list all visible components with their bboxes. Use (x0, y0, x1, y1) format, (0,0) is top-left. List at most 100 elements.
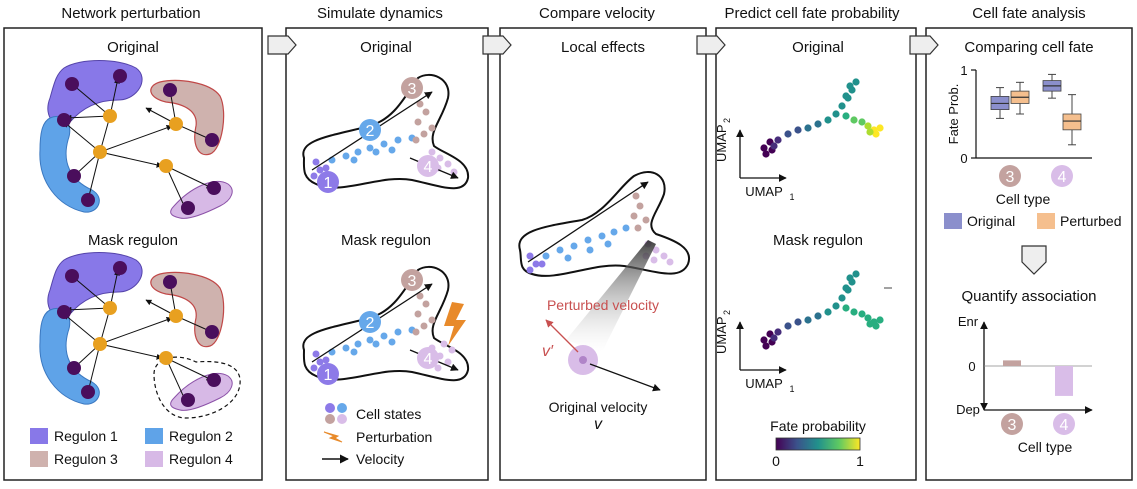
target-gene-node (181, 201, 195, 215)
umap-cell-dot (846, 274, 854, 282)
cell-dot (622, 224, 630, 232)
panel2-frame (285, 27, 489, 481)
umap-cell-dot (824, 116, 832, 124)
cluster-badge-label: 1 (324, 367, 333, 384)
perturbed-velocity-label: Perturbed velocity (547, 297, 659, 313)
cluster-badge (417, 347, 439, 369)
cell-dot (380, 332, 388, 340)
association-bar (1003, 360, 1021, 366)
umap-cell-dot (832, 302, 840, 310)
umap-cell-dot (842, 112, 850, 120)
umap-cell-dot (838, 102, 846, 110)
association-bar (1055, 366, 1073, 396)
cell-dot (450, 168, 458, 176)
cell-dot (322, 164, 330, 172)
regulon2-swatch (145, 428, 163, 444)
perturbed-legend-label: Perturbed (1060, 213, 1121, 229)
fate-original-title: Original (792, 39, 844, 56)
perturbation-label: Perturbation (356, 429, 432, 445)
regulon2-region (39, 116, 100, 213)
umap-cell-dot (852, 270, 860, 278)
cluster-badge-label: 3 (408, 273, 417, 290)
umap-cell-dot (762, 342, 770, 350)
network-masked (39, 252, 241, 419)
umap-cell-dot (846, 82, 854, 90)
cell-dot (414, 118, 422, 126)
comparing-fate-title: Comparing cell fate (964, 39, 1093, 56)
cell-dot (610, 228, 618, 236)
umap-cell-dot (876, 124, 884, 132)
panel5-frame (925, 27, 1133, 481)
umap-cell-dot (804, 316, 812, 324)
cell-dot (632, 192, 640, 200)
regulation-edge (71, 83, 111, 117)
cell-dot (342, 152, 350, 160)
flow-arrow-icon (267, 35, 297, 55)
cell-state-dot (325, 414, 335, 424)
tf-node (103, 109, 117, 123)
cell-dot (412, 328, 420, 336)
v-prime-label: v′ (542, 343, 554, 360)
cell-dot (586, 246, 594, 254)
lightning-icon (444, 302, 466, 346)
cell-dot (564, 254, 572, 262)
cell-dot (428, 316, 436, 324)
panel3-frame (499, 27, 707, 481)
cell-dot (380, 140, 388, 148)
cell-dot (388, 146, 396, 154)
umap-cell-dot (866, 320, 874, 328)
bar-top-label: Enr (958, 314, 979, 329)
panel4-frame (715, 27, 917, 481)
umap-y-label: UMAP (714, 124, 729, 162)
target-gene-node (67, 169, 81, 183)
cell-dot (604, 240, 612, 248)
category-badge (1001, 413, 1023, 435)
cell-dot (372, 340, 380, 348)
regulon4-label: Regulon 4 (169, 451, 233, 467)
cell-dot (416, 292, 424, 300)
cell-dot (366, 336, 374, 344)
regulon4-swatch (145, 451, 163, 467)
regulation-edge (165, 357, 213, 381)
cell-dot (634, 224, 642, 232)
umap-cell-dot (850, 308, 858, 316)
cell-dot (312, 350, 320, 358)
network-original (39, 60, 233, 219)
umap-x-label: UMAP (745, 184, 783, 199)
local-effects-title: Local effects (561, 39, 645, 56)
umap-cell-dot (842, 284, 850, 292)
cell-dot (636, 202, 644, 210)
panel5-header: Cell fate analysis (972, 5, 1085, 22)
cell-dot (366, 144, 374, 152)
trajectory-outline (302, 265, 470, 382)
cluster-badge (317, 363, 339, 385)
cell-dot (388, 338, 396, 346)
regulation-edge (63, 121, 101, 153)
umap-cell-dot (872, 130, 880, 138)
umap-cell-dot (824, 308, 832, 316)
regulation-edge (86, 343, 101, 393)
category-badge (1051, 165, 1073, 187)
umap-x-subscript: 1 (789, 384, 794, 394)
target-gene-node (181, 393, 195, 407)
cell-dot (448, 346, 456, 354)
flow-arrow-icon (482, 35, 512, 55)
cell-dot (416, 100, 424, 108)
umap-cell-dot (770, 334, 778, 342)
umap-cell-dot (842, 304, 850, 312)
cell-dot (422, 300, 430, 308)
cluster-badge (401, 269, 423, 291)
cluster-badge-label: 4 (424, 159, 433, 176)
bar-zero-label: 0 (968, 359, 975, 374)
box-y-tick-label: 1 (960, 63, 967, 78)
v-label: v (594, 416, 603, 433)
cluster-badge (401, 77, 423, 99)
umap-cell-dot (850, 116, 858, 124)
velocity-label: Velocity (356, 451, 404, 467)
tf-node (169, 309, 183, 323)
cluster-badge-label: 2 (366, 123, 375, 140)
tf-node (93, 145, 107, 159)
